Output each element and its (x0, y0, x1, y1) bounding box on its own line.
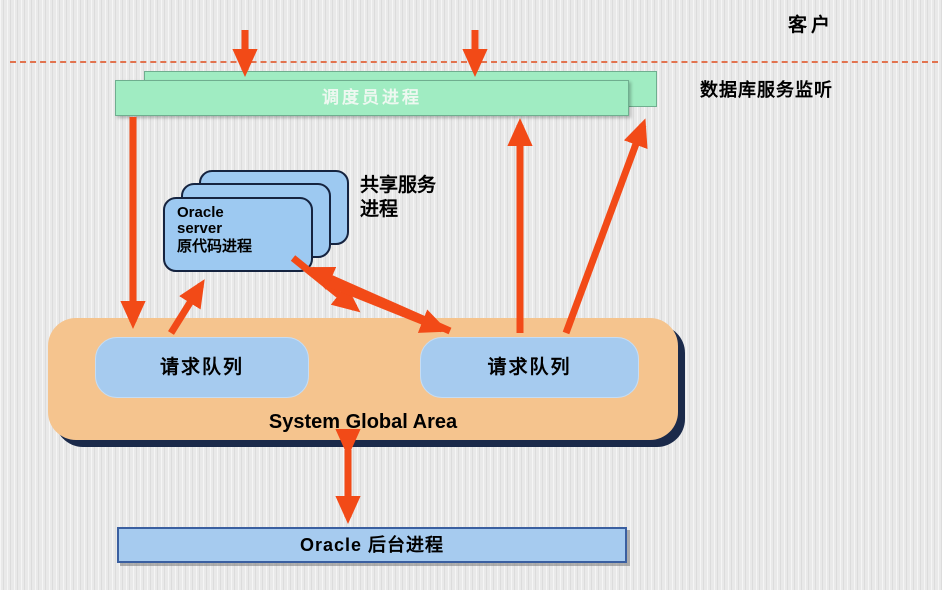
oracle-server-card-line2: server (177, 220, 223, 237)
shared-service-label-line2: 进程 (360, 198, 399, 220)
shared-service-label-line1: 共享服务 (360, 175, 437, 196)
oracle-background-process-box: Oracle 后台进程 (117, 527, 627, 563)
db-service-listener-label: 数据库服务监听 (700, 80, 833, 100)
arrow-diagonal-to-dispatcher (562, 118, 648, 335)
shared-service-process-label: 共享服务 进程 (360, 174, 436, 222)
sga-title: System Global Area (268, 411, 458, 433)
oracle-server-process-card: Oracle server 原代码进程 (163, 197, 313, 272)
oracle-server-card-line3: 原代码进程 (177, 238, 253, 255)
request-queue-right: 请求队列 (420, 337, 639, 398)
oracle-server-card-line1: Oracle (177, 204, 224, 221)
dispatcher-process-box: 调度员进程 (115, 80, 629, 116)
client-label: 客户 (788, 15, 835, 36)
request-queue-left: 请求队列 (95, 337, 309, 398)
client-boundary-dashed-line (10, 61, 938, 63)
